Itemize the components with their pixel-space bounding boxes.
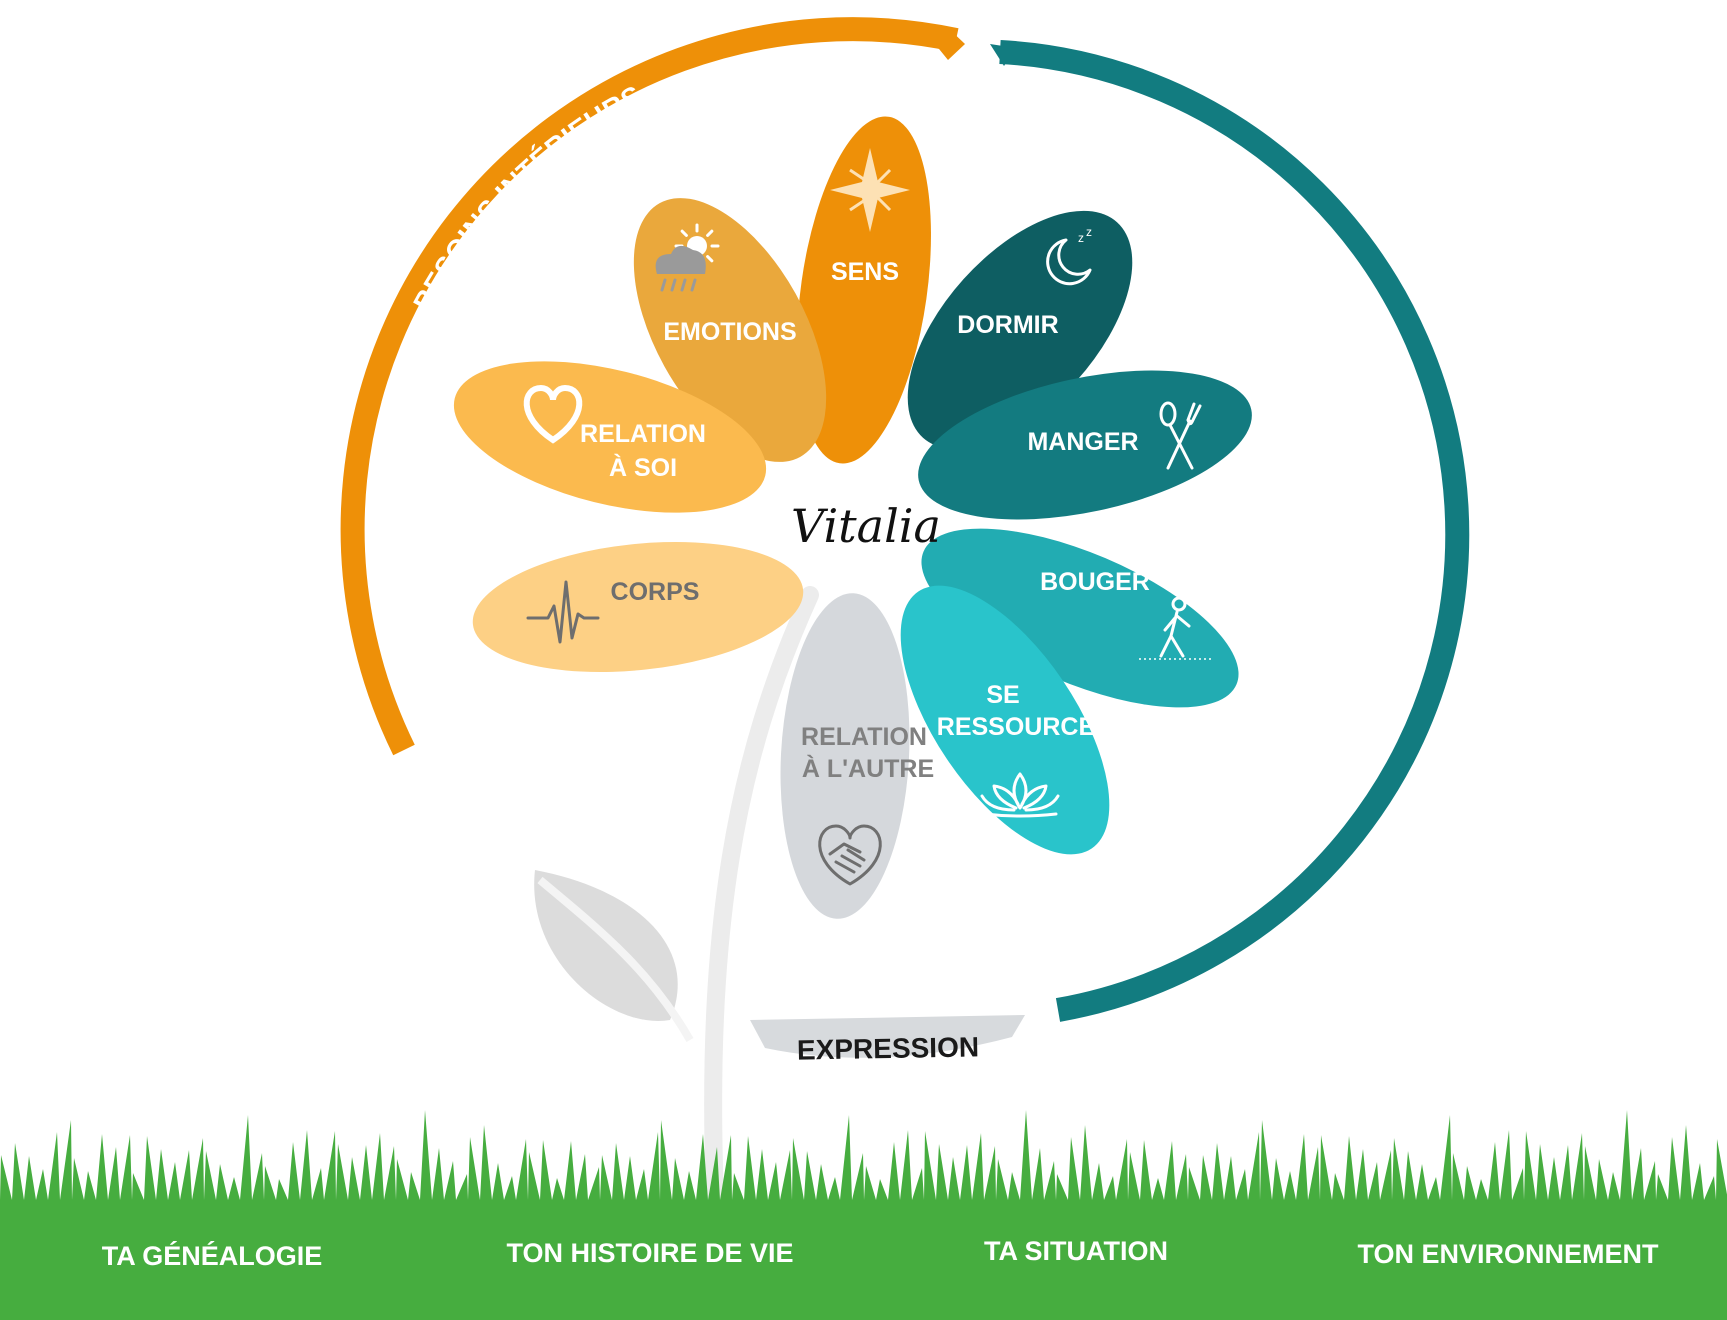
petal-shape bbox=[453, 361, 767, 513]
petal-label: RELATION bbox=[801, 723, 927, 751]
petal-label: DORMIR bbox=[957, 311, 1058, 339]
heartbeat-icon bbox=[526, 580, 600, 644]
petal-label: EMOTIONS bbox=[663, 318, 796, 346]
heart-icon bbox=[523, 384, 583, 444]
center-disc: Vitalia bbox=[791, 468, 941, 588]
petal-relation-autre: RELATION À L'AUTRE bbox=[780, 593, 934, 919]
petal-shape bbox=[918, 370, 1252, 520]
petal-shape bbox=[472, 541, 804, 673]
weather-cloud-sun-icon bbox=[655, 223, 720, 292]
petal-label-line2: RESSOURCER bbox=[937, 713, 1113, 741]
handshake-heart-icon bbox=[818, 824, 882, 886]
besoins-interieurs-label: BESOINS INTÉRIEURS bbox=[407, 79, 647, 316]
petal-manger: MANGER bbox=[918, 370, 1252, 520]
grass-ground bbox=[0, 1110, 1727, 1320]
petal-label: BOUGER bbox=[1040, 568, 1150, 596]
compass-star-icon bbox=[830, 148, 910, 232]
habitudes-label: HABITUDES bbox=[1339, 387, 1380, 554]
petal-shape bbox=[780, 593, 910, 919]
petal-sens: SENS bbox=[797, 116, 931, 464]
petal-shape bbox=[900, 585, 1110, 855]
ground-label-environnement: TON ENVIRONNEMENT bbox=[1357, 1239, 1659, 1269]
habitudes-arc: HABITUDES bbox=[990, 40, 1470, 1022]
expression-banner: EXPRESSION bbox=[750, 1015, 1025, 1066]
petal-label: SENS bbox=[831, 258, 899, 286]
ground-label-situation: TA SITUATION bbox=[984, 1236, 1168, 1266]
petal-label-line2: À L'AUTRE bbox=[802, 754, 934, 783]
petal-bouger: BOUGER bbox=[921, 528, 1239, 708]
petal-relation-soi: RELATION À SOI bbox=[453, 361, 767, 513]
lotus-icon bbox=[980, 772, 1060, 818]
ground-label-genealogie: TA GÉNÉALOGIE bbox=[102, 1240, 323, 1271]
flower-stem bbox=[704, 586, 819, 1209]
svg-text:z: z bbox=[1078, 231, 1084, 245]
petal-emotions: EMOTIONS bbox=[633, 198, 827, 462]
svg-text:z: z bbox=[1086, 225, 1092, 239]
expression-label: EXPRESSION bbox=[797, 1031, 980, 1065]
petal-label: RELATION bbox=[580, 420, 706, 448]
petal-shape bbox=[907, 210, 1133, 450]
petal-shape bbox=[921, 528, 1239, 708]
petal-label: CORPS bbox=[611, 578, 700, 606]
leaf bbox=[534, 870, 694, 1042]
petal-shape bbox=[797, 116, 931, 464]
petal-label: MANGER bbox=[1027, 428, 1138, 456]
petal-ressourcer: SE RESSOURCER bbox=[900, 585, 1113, 855]
brand-wordmark: Vitalia bbox=[791, 499, 941, 553]
petal-label: SE bbox=[986, 681, 1019, 709]
petal-corps: CORPS bbox=[472, 541, 804, 673]
ground-label-histoire: TON HISTOIRE DE VIE bbox=[506, 1238, 793, 1268]
spoon-fork-icon bbox=[1159, 401, 1202, 470]
petal-label-line2: À SOI bbox=[609, 453, 677, 482]
walking-person-icon bbox=[1139, 596, 1211, 660]
